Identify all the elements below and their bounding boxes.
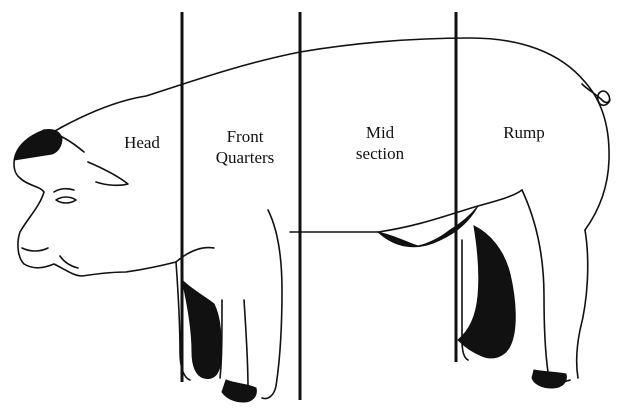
pig-belly [290,190,522,232]
pig-mouth [22,248,48,251]
label-front-quarters: Front Quarters [200,126,290,168]
pig-hind-leg-near [522,190,570,382]
pig-hind-hoof-dark [532,370,566,388]
pig-front-leg-far-inner [244,300,248,388]
label-front-quarters-line-1: Front [200,126,290,147]
label-head-line-1: Head [118,132,166,153]
label-mid-section: Mid section [340,122,420,164]
pig-jaw [60,256,78,268]
pig-eye [56,197,76,203]
pig-hind-leg-dark [458,226,515,358]
label-mid-section-line-2: section [340,143,420,164]
pig-tail [582,84,610,105]
pig-front-leg-far [262,210,282,399]
pig-belly-dark [378,206,478,247]
pig-hind-leg-near-back [577,230,588,378]
label-rump-line-1: Rump [492,122,556,143]
label-mid-section-line-1: Mid [340,122,420,143]
label-head: Head [118,132,166,153]
pig-front-hoof-dark [182,280,221,379]
pig-front-foot-far [222,380,256,402]
pig-snout-dark [14,129,62,160]
pig-eyebrow [54,189,74,192]
pig-ear [88,162,128,185]
label-front-quarters-line-2: Quarters [200,147,290,168]
label-rump: Rump [492,122,556,143]
